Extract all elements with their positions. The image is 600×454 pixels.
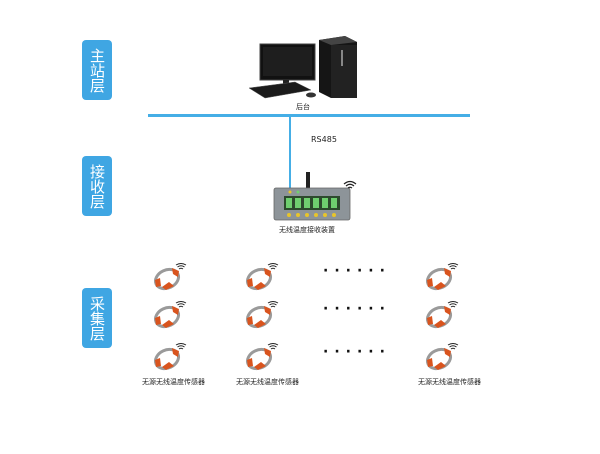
layer-badge-master: 主站层 bbox=[82, 40, 112, 100]
ring-sensor-icon bbox=[245, 301, 279, 329]
sensor-column-label: 无源无线温度传感器 bbox=[236, 378, 299, 386]
wifi-icon bbox=[343, 180, 357, 189]
ring-sensor-icon bbox=[153, 343, 187, 371]
ellipsis-row-2: ······ bbox=[323, 301, 391, 317]
receiver-device-icon bbox=[273, 172, 351, 221]
rs485-link-line bbox=[289, 117, 291, 189]
ellipsis-row-1: ······ bbox=[323, 263, 391, 279]
ring-sensor-icon bbox=[153, 263, 187, 291]
ring-sensor-icon bbox=[425, 343, 459, 371]
master-bus-line bbox=[148, 114, 470, 117]
master-station-label: 后台 bbox=[296, 103, 310, 111]
ring-sensor-icon bbox=[153, 301, 187, 329]
desktop-computer-icon bbox=[248, 36, 357, 99]
ring-sensor-icon bbox=[425, 301, 459, 329]
ellipsis-row-3: ······ bbox=[323, 344, 391, 360]
layer-badge-receive: 接收层 bbox=[82, 156, 112, 216]
ring-sensor-icon bbox=[245, 263, 279, 291]
rs485-label: RS485 bbox=[311, 135, 337, 144]
layer-badge-collect: 采集层 bbox=[82, 288, 112, 348]
ring-sensor-icon bbox=[425, 263, 459, 291]
sensor-column-label: 无源无线温度传感器 bbox=[142, 378, 205, 386]
receiver-label: 无线温度接收装置 bbox=[279, 226, 335, 234]
sensor-column-label: 无源无线温度传感器 bbox=[418, 378, 481, 386]
ring-sensor-icon bbox=[245, 343, 279, 371]
